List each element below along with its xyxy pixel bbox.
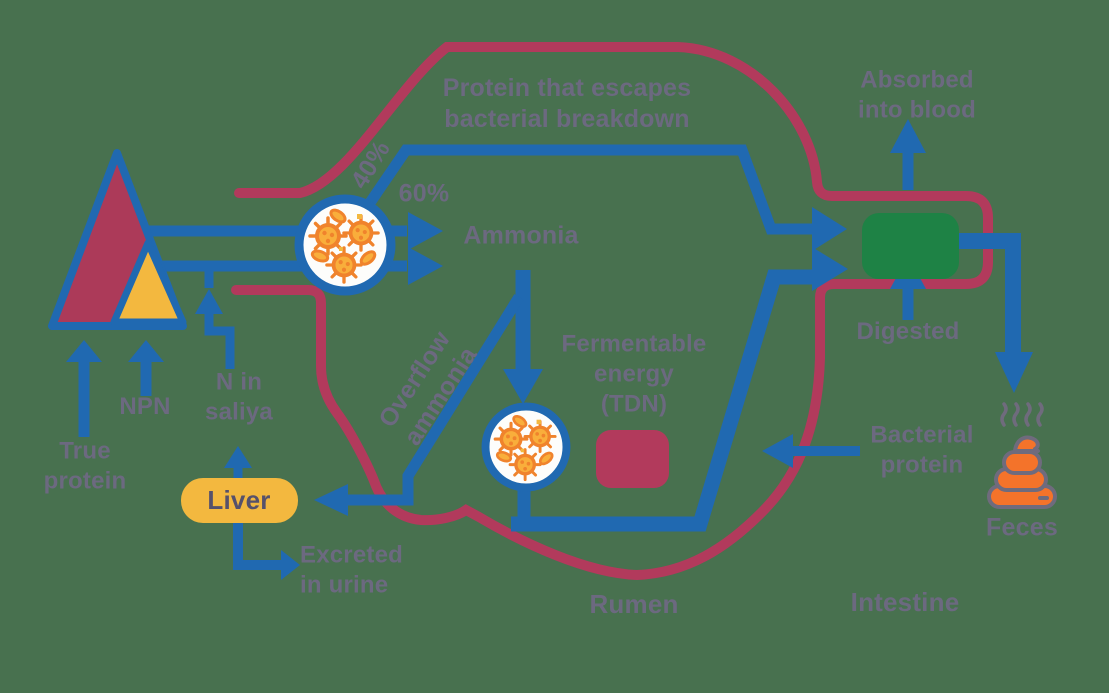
feces-icon <box>987 402 1057 509</box>
ammonia-down-arrow <box>503 270 543 404</box>
absorbed-into-blood-label: Absorbed into blood <box>858 66 976 123</box>
npn-arrow <box>128 340 164 396</box>
rumen-microbes-icon <box>299 199 391 291</box>
true-protein-label: True protein <box>43 437 127 494</box>
absorbed-arrow <box>890 119 926 190</box>
saliva-recycle-path <box>195 271 235 369</box>
rumen-intestine-outline <box>231 42 993 581</box>
fermentable-energy-label: Fermentable energy (TDN) <box>561 330 707 417</box>
bacterial-protein-arrow <box>762 434 860 468</box>
digested-label: Digested <box>856 318 960 346</box>
absorption-node <box>862 213 959 279</box>
liver-node <box>181 478 298 523</box>
bacterial-protein-label: Bacterial protein <box>870 421 974 478</box>
overflow-ammonia-path <box>314 294 524 516</box>
feed-line-lower <box>145 247 443 285</box>
intestine-label: Intestine <box>850 586 960 617</box>
fermentation-microbes-icon <box>486 407 567 488</box>
tdn-node <box>596 430 669 488</box>
urine-path <box>233 521 300 580</box>
feed-line-upper <box>132 212 443 250</box>
rumen-label: Rumen <box>589 588 679 619</box>
pct60-label: 60% <box>398 179 450 208</box>
protein-escape-label: Protein that escapes bacterial breakdown <box>442 74 692 133</box>
ammonia-label: Ammonia <box>463 221 579 250</box>
stink-lines-icon <box>1000 402 1044 427</box>
npn-triangle <box>110 239 187 326</box>
escape-protein-path <box>356 144 847 251</box>
liver-up-arrow <box>224 446 252 478</box>
excreted-in-urine-label: Excreted in urine <box>300 541 403 598</box>
npn-label: NPN <box>119 393 171 421</box>
feed-triangle <box>48 149 187 330</box>
liver-label: Liver <box>207 484 271 515</box>
true-protein-arrow <box>66 340 102 437</box>
feces-path <box>956 233 1033 393</box>
n-in-saliva-label: N in saliya <box>205 368 273 425</box>
feces-label: Feces <box>986 513 1058 542</box>
